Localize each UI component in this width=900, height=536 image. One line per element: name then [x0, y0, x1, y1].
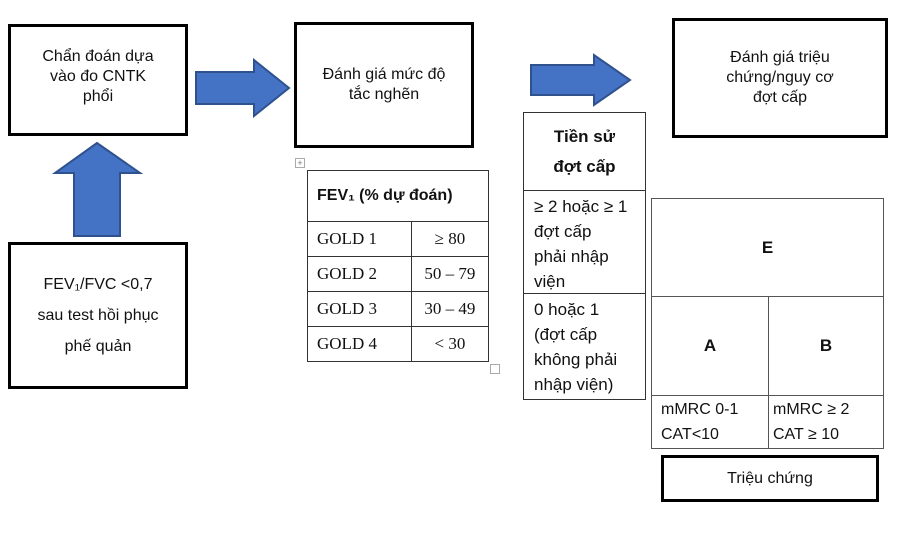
exacerbation-high: ≥ 2 hoặc ≥ 1 đợt cấp phải nhập viện — [524, 191, 645, 294]
criteria-a: mMRC 0-1 CAT<10 — [652, 396, 769, 448]
severity-box: Đánh giá mức độ tắc nghẽn — [294, 22, 474, 148]
diagnosis-text: Chẩn đoán dựa vào đo CNTK phổi — [42, 48, 154, 105]
exacerbation-low: 0 hoặc 1 (đợt cấp không phải nhập viện) — [534, 300, 618, 394]
gold-table: FEV₁ (% dự đoán) GOLD 1 ≥ 80 GOLD 2 50 –… — [307, 170, 490, 362]
exacerbation-history-header: Tiền sử đợt cấp — [524, 113, 645, 191]
gold-table-header-row: FEV₁ (% dự đoán) — [307, 170, 489, 222]
gold-row: GOLD 4 < 30 — [307, 326, 490, 362]
gold-row: GOLD 2 50 – 79 — [307, 256, 490, 292]
abe-grid: E A B mMRC 0-1 CAT<10 mMRC ≥ 2 CAT ≥ 10 — [651, 198, 884, 449]
symptoms-risk-text: Đánh giá triệu chứng/nguy cơ đợt cấp — [726, 49, 834, 106]
table-move-icon[interactable]: + — [295, 158, 305, 168]
fev-ratio-box: FEV₁/FVC <0,7 sau test hồi phục phế quản — [8, 242, 188, 389]
exacerbation-history-table: Tiền sử đợt cấp ≥ 2 hoặc ≥ 1 đợt cấp phả… — [523, 112, 646, 400]
gold-grade: GOLD 1 — [307, 221, 412, 257]
gold-value: 30 – 49 — [410, 291, 490, 327]
gold-row: GOLD 3 30 – 49 — [307, 291, 490, 327]
gold-value: < 30 — [410, 326, 490, 362]
group-b: B — [769, 297, 883, 396]
gold-value: ≥ 80 — [410, 221, 490, 257]
gold-table-header: FEV₁ (% dự đoán) — [307, 170, 489, 222]
symptoms-text: Triệu chứng — [727, 469, 813, 487]
arrow-right-2 — [530, 53, 632, 107]
gold-grade: GOLD 2 — [307, 256, 412, 292]
group-a: A — [652, 297, 769, 396]
gold-grade: GOLD 3 — [307, 291, 412, 327]
severity-text: Đánh giá mức độ tắc nghẽn — [322, 66, 446, 103]
symptoms-box: Triệu chứng — [661, 455, 879, 502]
gold-row: GOLD 1 ≥ 80 — [307, 221, 490, 257]
group-e: E — [652, 199, 883, 297]
arrow-right-1 — [195, 57, 291, 119]
arrow-up — [51, 141, 144, 237]
gold-grade: GOLD 4 — [307, 326, 412, 362]
gold-value: 50 – 79 — [410, 256, 490, 292]
symptoms-risk-box: Đánh giá triệu chứng/nguy cơ đợt cấp — [672, 18, 888, 138]
fev-ratio-text: FEV₁/FVC <0,7 sau test hồi phục phế quản — [37, 276, 159, 355]
criteria-b: mMRC ≥ 2 CAT ≥ 10 — [773, 401, 850, 443]
diagnosis-box: Chẩn đoán dựa vào đo CNTK phổi — [8, 24, 188, 136]
table-resize-icon[interactable] — [490, 364, 500, 374]
